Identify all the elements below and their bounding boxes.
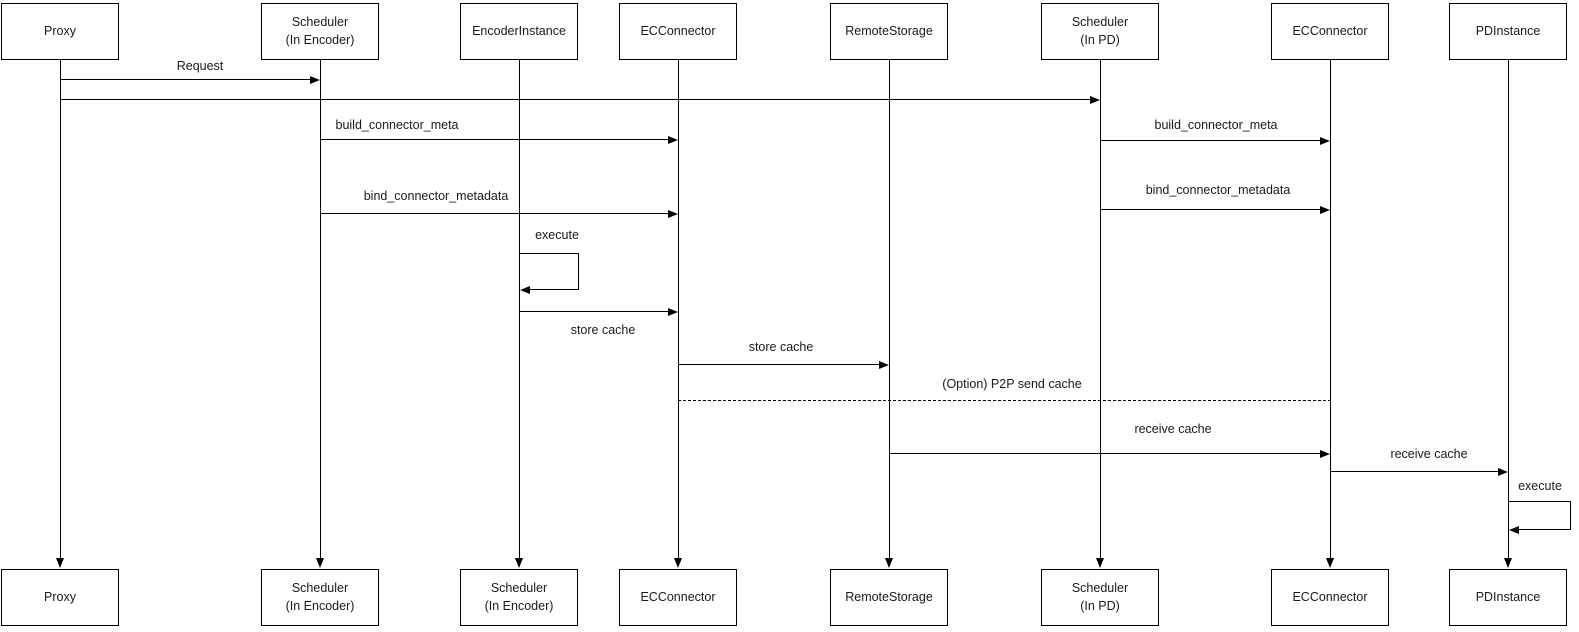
arrowhead-left-icon <box>520 285 530 294</box>
actor-bottom-box: Scheduler (In Encoder) <box>261 569 379 626</box>
message-label: (Option) P2P send cache <box>942 377 1082 391</box>
message-line <box>889 453 1322 455</box>
message-line <box>678 364 881 366</box>
lifeline <box>889 60 890 558</box>
self-loop-bottom-line <box>527 289 578 291</box>
lifeline <box>320 60 321 558</box>
arrowhead-down-icon <box>884 558 893 568</box>
lifeline <box>1100 60 1101 558</box>
lifeline <box>1508 60 1509 558</box>
message-line <box>60 99 1092 101</box>
arrowhead-down-icon <box>1503 558 1512 568</box>
actor-bottom-box: Scheduler (In PD) <box>1041 569 1159 626</box>
actor-bottom-box: RemoteStorage <box>830 569 948 626</box>
message-line <box>1100 140 1322 142</box>
message-line <box>678 400 1331 401</box>
self-loop-top-line <box>1508 501 1570 503</box>
self-loop-label: execute <box>535 228 579 242</box>
arrowhead-right-icon <box>879 360 889 369</box>
arrowhead-down-icon <box>1325 558 1334 568</box>
arrowhead-left-icon <box>1509 525 1519 534</box>
self-loop-top-line <box>519 253 578 255</box>
arrowhead-down-icon <box>1095 558 1104 568</box>
message-label: receive cache <box>1134 422 1212 436</box>
arrowhead-right-icon <box>310 75 320 84</box>
actor-top-box: Scheduler (In Encoder) <box>261 3 379 60</box>
arrowhead-right-icon <box>1320 449 1330 458</box>
lifeline <box>60 60 61 558</box>
actor-top-box: Scheduler (In PD) <box>1041 3 1159 60</box>
message-label: receive cache <box>1390 447 1468 461</box>
actor-top-box: RemoteStorage <box>830 3 948 60</box>
actor-bottom-box: Proxy <box>1 569 119 626</box>
message-label: bind_connector_metadata <box>1145 183 1291 197</box>
arrowhead-down-icon <box>673 558 682 568</box>
actor-top-box: ECConnector <box>619 3 737 60</box>
arrowhead-right-icon <box>668 307 678 316</box>
self-loop-right-line <box>578 253 580 290</box>
actor-bottom-box: ECConnector <box>1271 569 1389 626</box>
message-line <box>320 139 670 141</box>
actor-bottom-box: Scheduler (In Encoder) <box>460 569 578 626</box>
message-line <box>519 311 670 313</box>
actor-top-box: EncoderInstance <box>460 3 578 60</box>
lifeline <box>519 60 520 558</box>
message-label: build_connector_meta <box>335 118 459 132</box>
self-loop-bottom-line <box>1516 529 1570 531</box>
arrowhead-down-icon <box>514 558 523 568</box>
arrowhead-right-icon <box>1498 467 1508 476</box>
message-label: Request <box>176 59 224 73</box>
message-label: store cache <box>570 323 636 337</box>
arrowhead-right-icon <box>1090 95 1100 104</box>
actor-top-box: Proxy <box>1 3 119 60</box>
message-line <box>1100 209 1322 211</box>
arrowhead-down-icon <box>55 558 64 568</box>
lifeline <box>678 60 679 558</box>
message-line <box>60 79 312 81</box>
arrowhead-right-icon <box>1320 136 1330 145</box>
actor-bottom-box: PDInstance <box>1449 569 1567 626</box>
actor-top-box: ECConnector <box>1271 3 1389 60</box>
message-line <box>1330 471 1500 473</box>
arrowhead-right-icon <box>1320 205 1330 214</box>
arrowhead-down-icon <box>315 558 324 568</box>
actor-top-box: PDInstance <box>1449 3 1567 60</box>
message-line <box>320 213 670 215</box>
arrowhead-right-icon <box>668 135 678 144</box>
arrowhead-right-icon <box>668 209 678 218</box>
self-loop-label: execute <box>1518 479 1562 493</box>
message-label: build_connector_meta <box>1154 118 1278 132</box>
self-loop-right-line <box>1570 501 1572 530</box>
lifeline <box>1330 60 1331 558</box>
actor-bottom-box: ECConnector <box>619 569 737 626</box>
message-label: store cache <box>748 340 814 354</box>
message-label: bind_connector_metadata <box>363 189 509 203</box>
